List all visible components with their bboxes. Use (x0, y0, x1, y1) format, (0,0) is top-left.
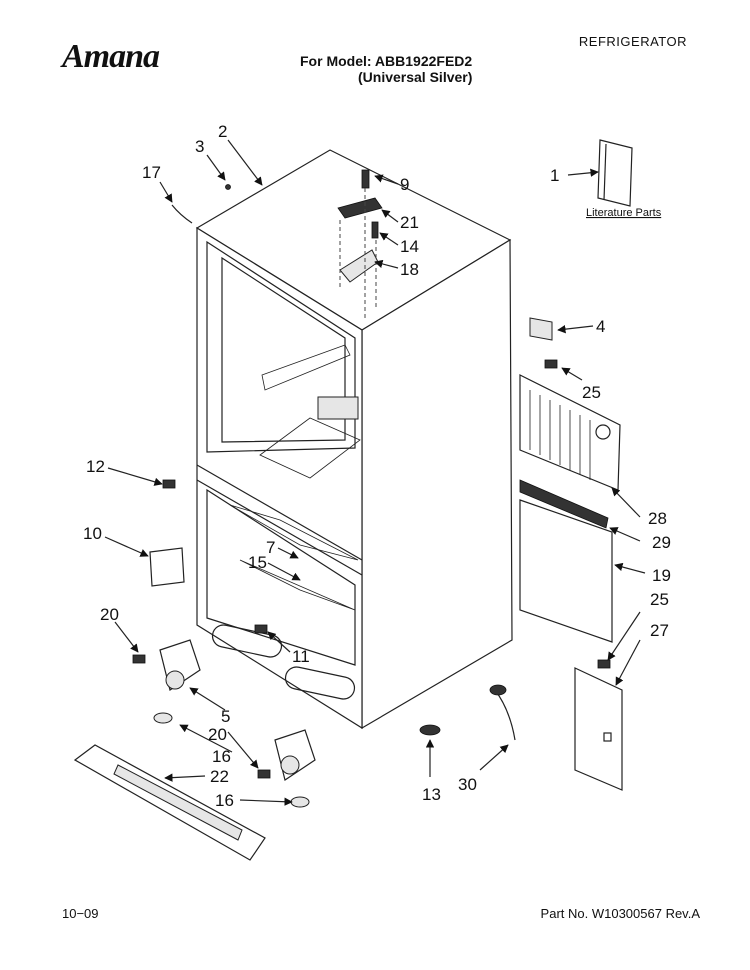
model-title: For Model: ABB1922FED2 (Universal Silver… (300, 53, 472, 85)
callout-20a: 20 (100, 605, 119, 624)
callout-21: 21 (400, 213, 419, 232)
base-grille (73, 744, 266, 861)
product-category: REFRIGERATOR (578, 34, 687, 49)
model-variant: (Universal Silver) (358, 69, 473, 85)
refrigerator-cabinet (195, 149, 513, 730)
callout-25a: 25 (582, 383, 601, 402)
rear-access-panel (519, 374, 623, 791)
callout-14: 14 (400, 237, 419, 256)
revision-date: 10−09 (62, 906, 99, 921)
callout-29: 29 (652, 533, 671, 552)
callout-9: 9 (400, 175, 409, 194)
callout-19: 19 (652, 566, 671, 585)
callout-numbers: 1 2 3 17 9 21 14 18 4 25 12 10 7 15 11 2… (83, 122, 671, 810)
literature-manual-icon (597, 139, 633, 207)
callout-1: 1 (550, 166, 559, 185)
callout-28: 28 (648, 509, 667, 528)
callout-4: 4 (596, 317, 605, 336)
brand-logo: Amana (62, 38, 160, 75)
small-parts (132, 184, 611, 779)
callout-3: 3 (195, 137, 204, 156)
top-hinge-assembly (337, 169, 383, 320)
callout-25b: 25 (650, 590, 669, 609)
callout-7: 7 (266, 538, 275, 557)
part-number: Part No. W10300567 Rev.A (540, 906, 700, 921)
callout-12: 12 (86, 457, 105, 476)
callout-5: 5 (221, 707, 230, 726)
callout-15: 15 (248, 553, 267, 572)
callout-16a: 16 (212, 747, 231, 766)
literature-parts-label: Literature Parts (586, 207, 662, 219)
model-line: For Model: ABB1922FED2 (300, 53, 473, 69)
callout-10: 10 (83, 524, 102, 543)
leveling-legs (153, 639, 316, 808)
callout-30: 30 (458, 775, 477, 794)
callout-13: 13 (422, 785, 441, 804)
callout-22: 22 (210, 767, 229, 786)
callout-17: 17 (142, 163, 161, 182)
callout-leaders (104, 139, 646, 806)
callout-18: 18 (400, 260, 419, 279)
callout-20b: 20 (208, 725, 227, 744)
callout-27: 27 (650, 621, 669, 640)
callout-11: 11 (292, 647, 310, 666)
callout-2: 2 (218, 122, 227, 141)
callout-16b: 16 (215, 791, 234, 810)
